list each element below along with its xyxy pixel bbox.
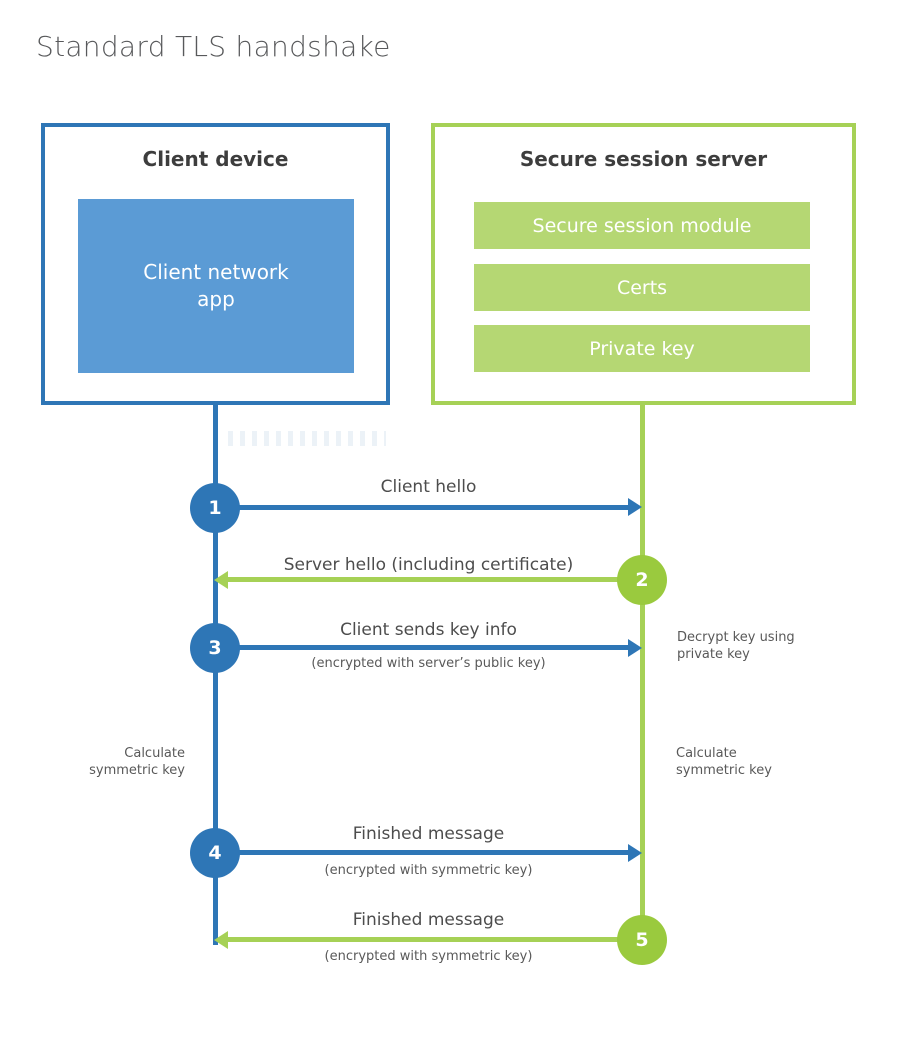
step-badge-5: 5 [617,915,667,965]
arrowhead-left-icon [214,571,228,589]
arrow-step-1 [215,505,630,510]
faint-dashes-artifact [228,431,386,446]
arrowhead-right-icon [628,844,642,862]
step-badge-1: 1 [190,483,240,533]
message-label-3: Client sends key info [340,620,517,640]
message-sublabel-5: (encrypted with symmetric key) [324,949,533,964]
step-badge-4: 4 [190,828,240,878]
arrow-step-2 [227,577,642,582]
message-sublabel-3: (encrypted with server’s public key) [311,656,546,671]
page-title: Standard TLS handshake [36,30,391,63]
message-label-4: Finished message [352,824,505,844]
arrowhead-left-icon [214,931,228,949]
server-module-secure-session: Secure session module [474,202,810,249]
server-module-private-key: Private key [474,325,810,372]
note-calculate-symmetric-key-client: Calculate symmetric key [89,746,185,778]
note-calculate-symmetric-key-server: Calculate symmetric key [676,746,772,778]
arrowhead-right-icon [628,498,642,516]
note-decrypt-key: Decrypt key using private key [677,630,795,662]
message-label-2: Server hello (including certificate) [283,555,574,575]
step-badge-3: 3 [190,623,240,673]
client-lifeline [213,405,218,945]
client-network-app-label: Client network app [143,260,289,311]
arrow-step-4 [215,850,630,855]
secure-session-server-title: Secure session server [519,147,768,171]
step-badge-2: 2 [617,555,667,605]
message-label-1: Client hello [380,477,477,497]
server-lifeline [640,405,645,940]
server-module-certs: Certs [474,264,810,311]
message-label-5: Finished message [352,910,505,930]
arrowhead-right-icon [628,639,642,657]
message-sublabel-4: (encrypted with symmetric key) [324,863,533,878]
arrow-step-5 [227,937,642,942]
client-device-title: Client device [142,147,289,171]
arrow-step-3 [215,645,630,650]
client-network-app-block: Client network app [78,199,354,373]
